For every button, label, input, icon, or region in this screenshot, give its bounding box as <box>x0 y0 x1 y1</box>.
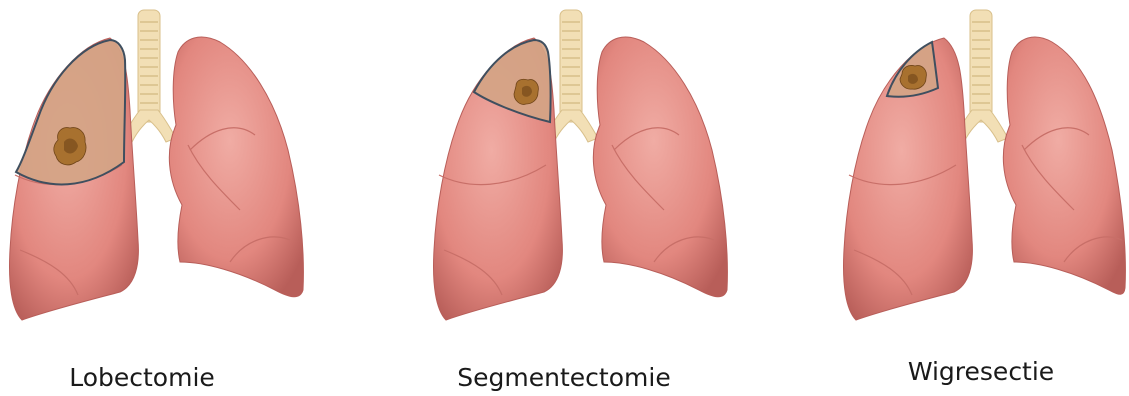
left-lung <box>1003 37 1125 294</box>
panel-segmentectomy: Segmentectomie <box>376 0 752 396</box>
left-lung <box>169 37 303 297</box>
panel-wedge-resection: Wigresectie <box>752 0 1128 396</box>
lobectomy-illustration <box>0 0 376 396</box>
left-lung <box>593 37 727 297</box>
tumor <box>514 79 538 104</box>
segmentectomy-illustration <box>376 0 752 396</box>
caption-wigresectie: Wigresectie <box>793 357 1129 387</box>
caption-segmentectomie: Segmentectomie <box>376 363 752 393</box>
wedge-resection-illustration <box>752 0 1128 396</box>
caption-lobectomie: Lobectomie <box>0 363 330 393</box>
tumor <box>54 128 86 165</box>
panel-lobectomy: Lobectomie <box>0 0 376 396</box>
tumor <box>900 65 926 89</box>
